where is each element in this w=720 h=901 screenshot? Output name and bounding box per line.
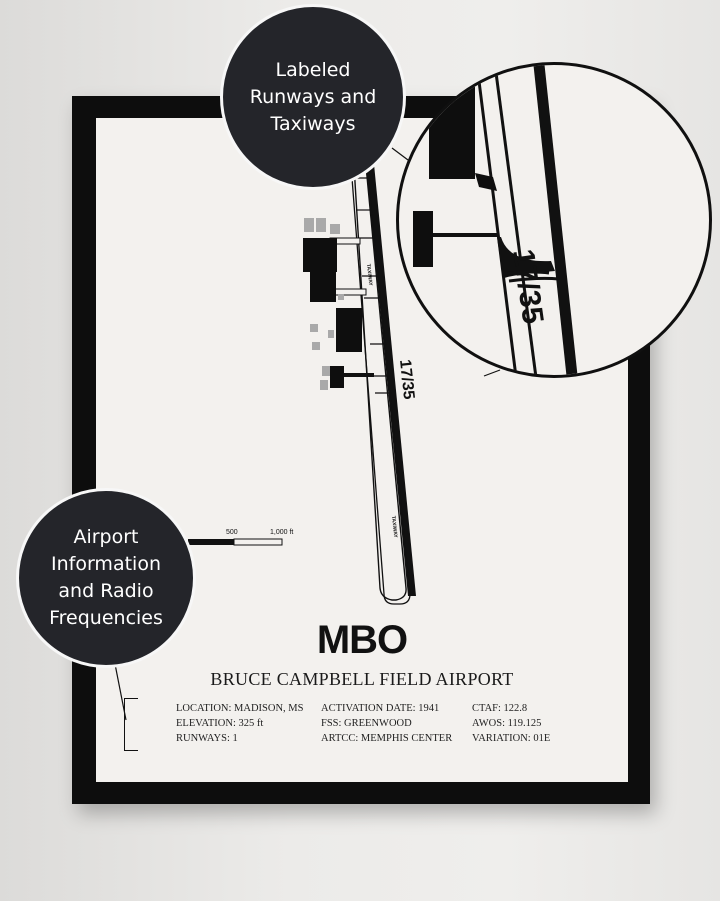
taxiway-parallel	[353, 165, 407, 601]
buildings	[303, 208, 412, 390]
info-bracket	[124, 698, 138, 751]
callout-info-line-4: Frequencies	[49, 607, 163, 629]
taxiway-label-lower: TAXIWAY	[390, 516, 398, 539]
callout-runways-line-3: Taxiways	[270, 112, 356, 135]
callout-info-bubble: Airport Information and Radio Frequencie…	[16, 488, 196, 668]
info-awos: AWOS: 119.125	[472, 718, 542, 729]
info-elevation: ELEVATION: 325 ft	[176, 718, 264, 729]
info-column-3: CTAF: 122.8 AWOS: 119.125 VARIATION: 01E	[472, 701, 550, 746]
callout-info-line-2: Information	[51, 553, 161, 575]
callout-info-line-3: and Radio	[58, 580, 154, 602]
info-column-1: LOCATION: MADISON, MS ELEVATION: 325 ft …	[176, 701, 303, 746]
poster-mat: 17/35 TAXIWAY TAXIWAY 0 500 1,000 ft MBO…	[96, 118, 628, 782]
info-artcc: ARTCC: MEMPHIS CENTER	[321, 733, 453, 744]
info-fss: FSS: GREENWOOD	[321, 718, 412, 729]
zoom-magnifier: 17/35	[396, 62, 712, 378]
info-variation: VARIATION: 01E	[472, 733, 551, 744]
info-column-2: ACTIVATION DATE: 1941 FSS: GREENWOOD ART…	[321, 701, 452, 746]
zoom-detail	[399, 65, 578, 375]
scale-label-1000: 1,000 ft	[270, 529, 293, 536]
runway-label: 17/35	[396, 359, 417, 401]
airport-diagram: 17/35 TAXIWAY TAXIWAY 0 500 1,000 ft	[176, 164, 417, 605]
airport-name: BRUCE CAMPBELL FIELD AIRPORT	[210, 669, 514, 689]
info-location: LOCATION: MADISON, MS	[176, 703, 304, 714]
airport-code: MBO	[316, 618, 408, 662]
runway-17-35	[366, 164, 416, 596]
callout-runways-bubble: Labeled Runways and Taxiways	[220, 4, 406, 190]
info-runways: RUNWAYS: 1	[176, 733, 238, 744]
taxiway-label-upper: TAXIWAY	[365, 264, 373, 287]
info-ctaf: CTAF: 122.8	[472, 703, 528, 714]
callout-runways-line-2: Runways and	[249, 85, 377, 108]
taxiway-strip	[351, 177, 411, 605]
info-activation: ACTIVATION DATE: 1941	[321, 703, 440, 714]
callout-info-line-1: Airport	[73, 526, 139, 548]
scale-label-500: 500	[226, 529, 238, 536]
callout-runways-line-1: Labeled	[275, 58, 351, 81]
